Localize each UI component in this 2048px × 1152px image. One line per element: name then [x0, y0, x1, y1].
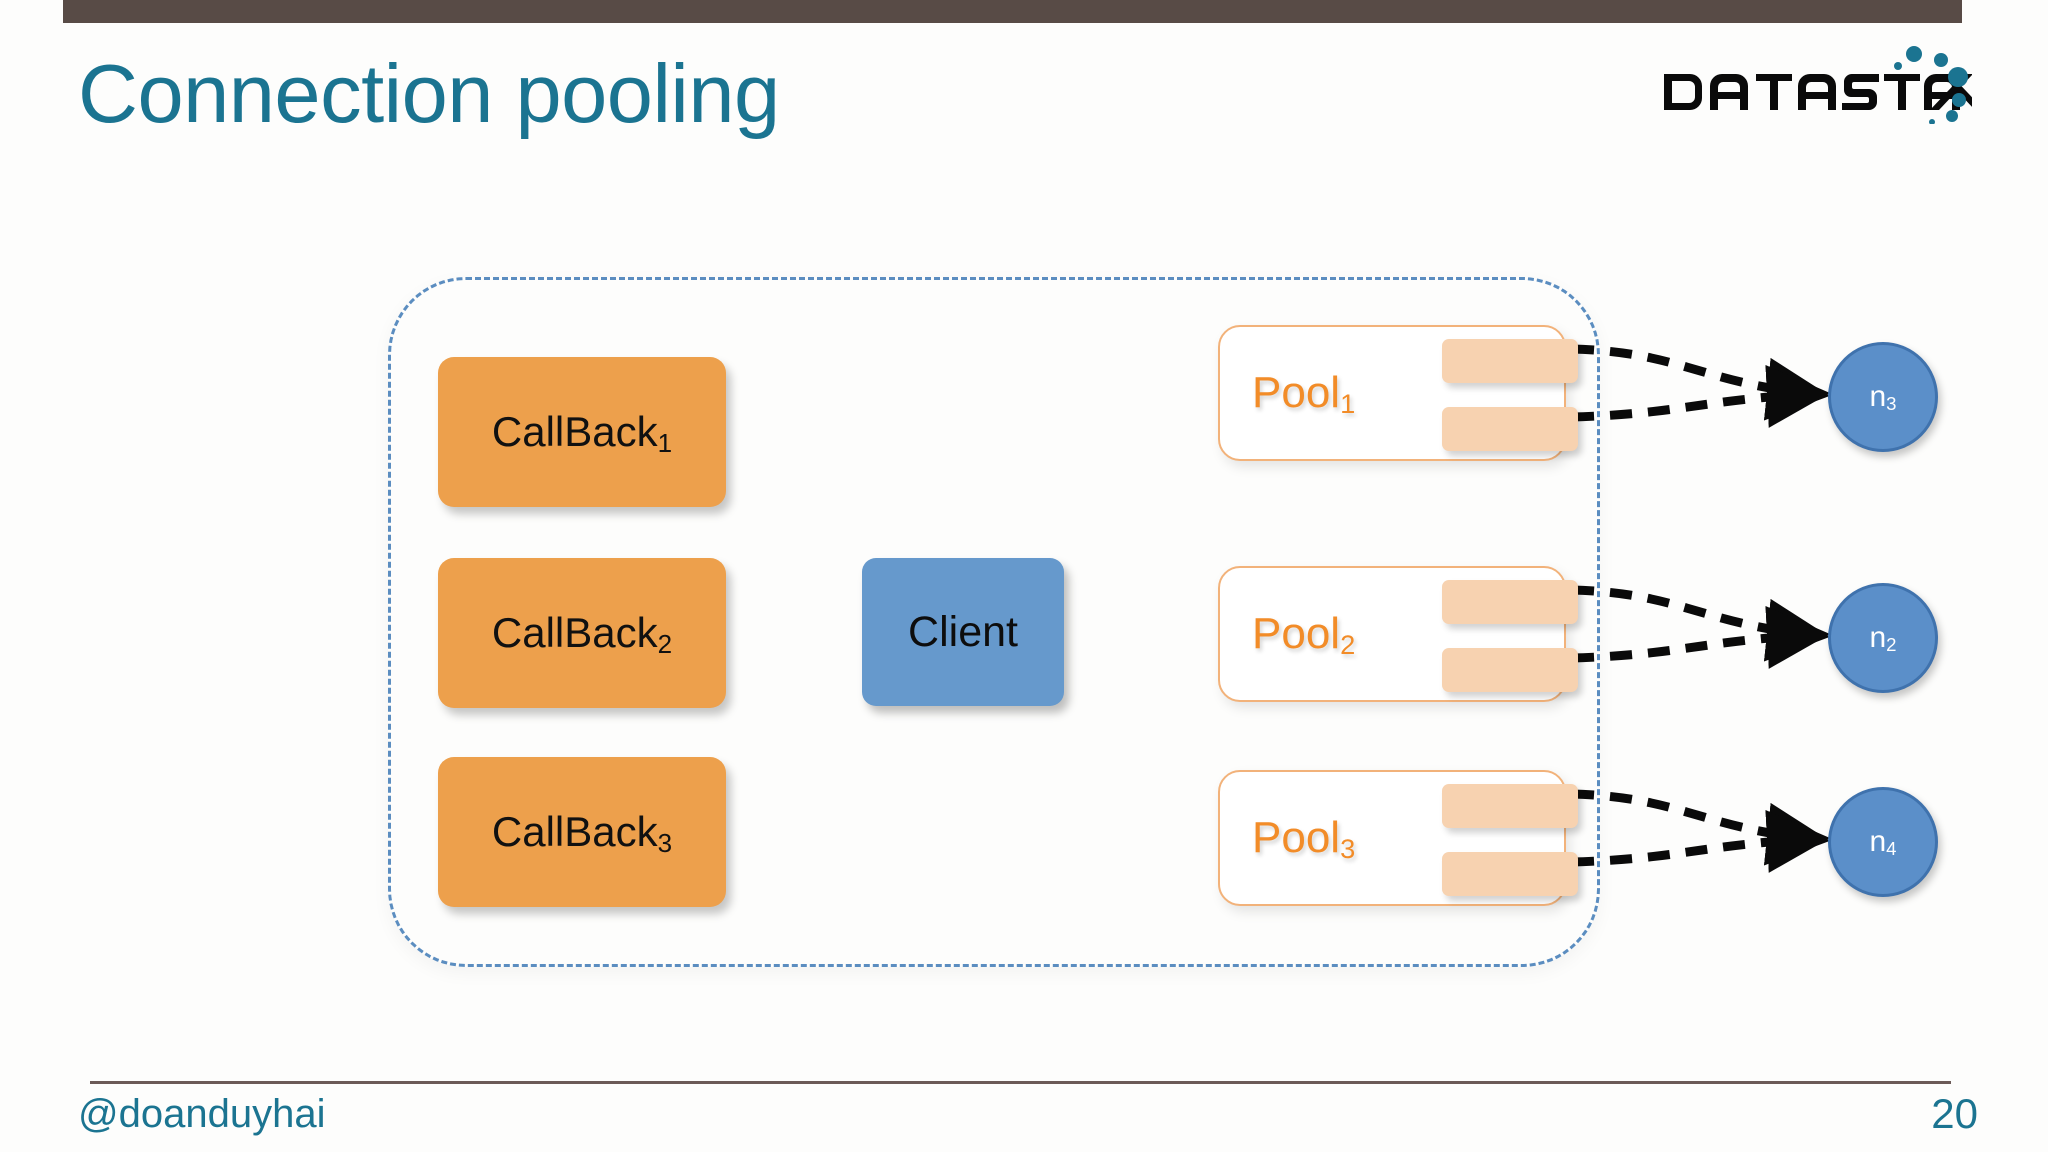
node-index-2: 2	[1886, 634, 1897, 656]
connection-bar[interactable]	[1442, 784, 1578, 828]
node-index-3: 4	[1886, 838, 1897, 860]
author-handle: @doanduyhai	[78, 1092, 326, 1136]
cluster-node-1[interactable]: n3	[1828, 342, 1938, 452]
callback-box-2[interactable]: CallBack2	[438, 558, 726, 708]
client-label: Client	[908, 607, 1018, 656]
callback-label-2: CallBack2	[491, 609, 673, 659]
callback-index-2: 2	[657, 628, 673, 659]
datastax-logo	[1662, 40, 1972, 124]
connection-bar[interactable]	[1442, 852, 1578, 896]
arrow-pool1-bottom	[1571, 364, 1830, 428]
cluster-node-2[interactable]: n2	[1828, 583, 1938, 693]
connection-bar[interactable]	[1442, 339, 1578, 383]
arrow-pool3-bottom	[1571, 809, 1830, 873]
footer-divider	[90, 1081, 1951, 1084]
pool-connections-3	[1442, 784, 1578, 896]
arrow-pool2-bottom	[1571, 605, 1830, 669]
pool-box-1[interactable]: Pool1	[1218, 325, 1578, 461]
callback-box-1[interactable]: CallBack1	[438, 357, 726, 507]
callback-label-3: CallBack3	[491, 808, 673, 858]
datastax-logo-dots	[1894, 46, 1968, 124]
pool-label-1: Pool1	[1252, 368, 1356, 419]
top-accent-bar	[63, 0, 1962, 23]
node-index-1: 3	[1886, 393, 1897, 415]
node-label-1: n3	[1869, 380, 1897, 415]
pool-index-2: 2	[1340, 629, 1356, 660]
arrow-pool2-top	[1571, 585, 1830, 662]
cluster-node-3[interactable]: n4	[1828, 787, 1938, 897]
callback-index-3: 3	[657, 827, 673, 858]
connection-bar[interactable]	[1442, 580, 1578, 624]
pool-connections-2	[1442, 580, 1578, 692]
driver-boundary	[388, 277, 1600, 967]
node-label-2: n2	[1869, 621, 1897, 656]
arrow-pool1-top	[1571, 344, 1830, 421]
page-number: 20	[1931, 1090, 1978, 1137]
datastax-logo-svg	[1664, 46, 1972, 124]
callback-box-3[interactable]: CallBack3	[438, 757, 726, 907]
arrow-pool3-top	[1571, 789, 1830, 866]
page-title: Connection pooling	[78, 47, 780, 140]
pool-index-3: 3	[1340, 833, 1356, 864]
pool-label-2: Pool2	[1252, 609, 1356, 660]
pool-connections-1	[1442, 339, 1578, 451]
callback-index-1: 1	[657, 427, 673, 458]
client-box[interactable]: Client	[862, 558, 1064, 706]
pool-box-3[interactable]: Pool3	[1218, 770, 1578, 906]
pool-label-3: Pool3	[1252, 813, 1356, 864]
node-label-3: n4	[1869, 825, 1897, 860]
callback-label-1: CallBack1	[491, 408, 673, 458]
connection-bar[interactable]	[1442, 407, 1578, 451]
connection-bar[interactable]	[1442, 648, 1578, 692]
pool-index-1: 1	[1340, 388, 1356, 419]
pool-box-2[interactable]: Pool2	[1218, 566, 1578, 702]
